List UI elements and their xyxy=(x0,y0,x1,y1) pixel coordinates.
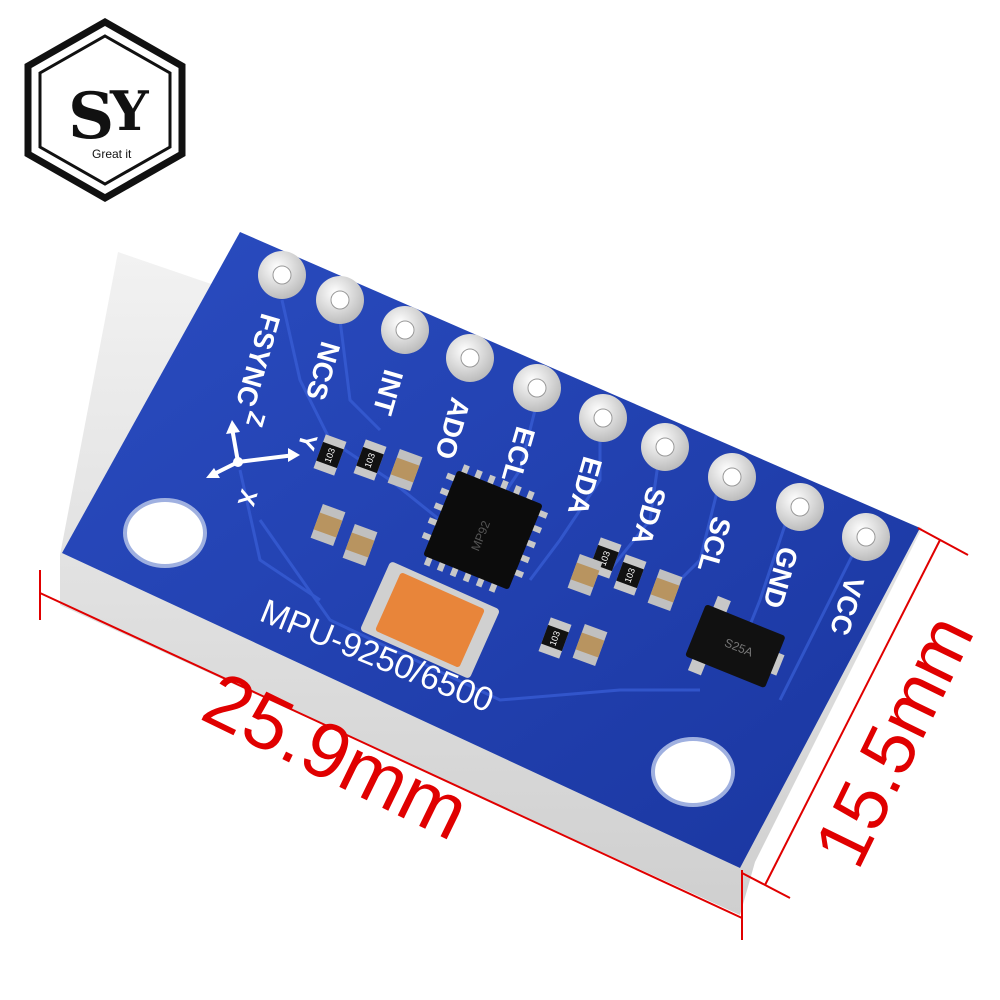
axis-label-x: X xyxy=(232,486,262,509)
resistor-code: 103 xyxy=(323,447,338,465)
capacitor-c3 xyxy=(342,523,378,567)
pin-pad xyxy=(446,334,494,382)
resistor-r2: 103 xyxy=(353,439,387,481)
pin-pad xyxy=(842,513,890,561)
logo-tagline: Great it xyxy=(92,147,132,161)
mounting-hole-right xyxy=(651,737,735,807)
resistor-r1: 103 xyxy=(313,434,347,476)
resistor-code: 103 xyxy=(363,452,378,470)
resistor-r5: 103 xyxy=(538,617,572,659)
smd-components: 103 103 103 xyxy=(310,434,683,667)
imu-chip: MP92 xyxy=(421,464,549,593)
pin-pad xyxy=(258,251,306,299)
tantalum-capacitor xyxy=(361,562,499,678)
logo-letter-s: S xyxy=(68,79,114,154)
mounting-hole-left xyxy=(123,498,207,568)
pin-pads xyxy=(258,251,890,561)
brand-logo: S Y Great it xyxy=(24,17,186,203)
capacitor-c4 xyxy=(567,553,603,597)
pin-pad xyxy=(316,276,364,324)
capacitor-c2 xyxy=(310,503,346,547)
capacitor-c5 xyxy=(647,568,683,612)
pin-pad xyxy=(381,306,429,354)
mpu-board: FSYNC NCS INT ADO ECL EDA SDA SCL GND VC… xyxy=(60,232,922,915)
pin-pad xyxy=(708,453,756,501)
capacitor-c6 xyxy=(572,623,608,667)
pin-pad xyxy=(579,394,627,442)
resistor-code: 103 xyxy=(548,630,563,648)
axis-label-y: Y xyxy=(292,430,322,453)
axis-indicator: Z Y X xyxy=(206,408,322,509)
resistor-r4: 103 xyxy=(613,554,647,596)
voltage-regulator: S25A xyxy=(685,595,785,688)
resistor-code: 103 xyxy=(623,567,638,585)
axis-label-z: Z xyxy=(240,408,270,430)
pin-pad xyxy=(513,364,561,412)
capacitor-c1 xyxy=(387,448,423,492)
pin-pad xyxy=(641,423,689,471)
logo-letter-y: Y xyxy=(109,79,150,143)
pin-pad xyxy=(776,483,824,531)
